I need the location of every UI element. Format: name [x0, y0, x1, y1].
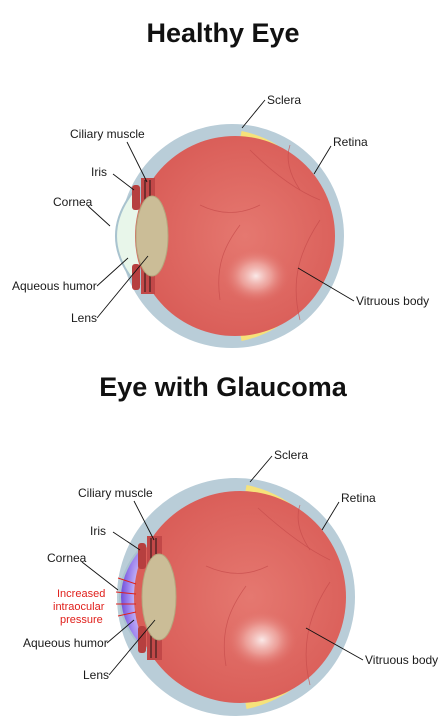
- label-iris: Iris: [91, 165, 107, 179]
- label-sclera: Sclera: [267, 93, 301, 107]
- label-lens-glaucoma: Lens: [83, 668, 109, 682]
- label-pressure-line1: Increased: [57, 588, 105, 600]
- pressure-arrows: [115, 577, 137, 617]
- label-cornea: Cornea: [53, 195, 93, 209]
- lens-shape-glaucoma: [141, 553, 177, 641]
- glaucoma-title: Eye with Glaucoma: [99, 372, 348, 402]
- label-aqueous-humor: Aqueous humor: [12, 279, 97, 293]
- healthy-title: Healthy Eye: [146, 18, 299, 48]
- label-aqueous-humor-glaucoma: Aqueous humor: [23, 636, 108, 650]
- iris-upper-glaucoma: [138, 543, 146, 569]
- label-vitreous-body: Vitruous body: [356, 294, 429, 308]
- label-cornea-glaucoma: Cornea: [47, 551, 87, 565]
- lens-shape: [135, 195, 169, 277]
- iris-upper: [132, 185, 140, 210]
- label-ciliary-muscle: Ciliary muscle: [70, 127, 145, 141]
- label-pressure-line2: intraocular: [53, 601, 105, 613]
- label-vitreous-body-glaucoma: Vitruous body: [365, 653, 438, 667]
- glaucoma-eye: Sclera Ciliary muscle Retina Iris Cornea…: [23, 448, 438, 716]
- label-lens: Lens: [71, 311, 97, 325]
- label-sclera-glaucoma: Sclera: [274, 448, 308, 462]
- iris-lower: [132, 264, 140, 290]
- healthy-eye: Sclera Ciliary muscle Retina Iris Cornea…: [12, 93, 429, 348]
- light-glow: [222, 248, 290, 304]
- light-glow-glaucoma: [226, 610, 298, 670]
- label-retina: Retina: [333, 135, 368, 149]
- label-retina-glaucoma: Retina: [341, 491, 376, 505]
- label-iris-glaucoma: Iris: [90, 524, 106, 538]
- label-pressure-line3: pressure: [60, 614, 103, 626]
- label-ciliary-muscle-glaucoma: Ciliary muscle: [78, 486, 153, 500]
